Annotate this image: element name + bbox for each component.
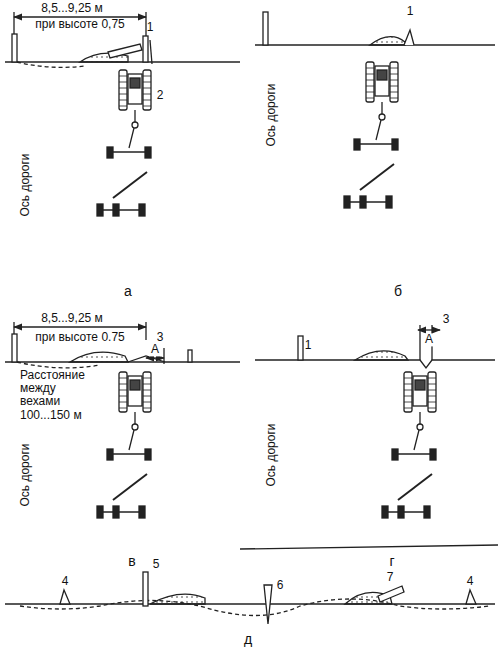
callout-number: 5 bbox=[153, 558, 160, 571]
axis-label: Ось дороги bbox=[19, 153, 32, 216]
callout-number: 7 bbox=[387, 571, 394, 584]
dimension-note: при высоте 0.75 bbox=[35, 331, 124, 344]
panel-letter: г bbox=[389, 554, 394, 569]
panel-letter: в bbox=[128, 554, 135, 569]
panel-letter: д bbox=[244, 632, 252, 647]
axis-label: Ось дороги bbox=[265, 83, 278, 146]
callout-number: 1 bbox=[147, 21, 154, 34]
panel-g bbox=[255, 325, 495, 518]
note: Расстояние между вехами 100...150 м bbox=[20, 369, 94, 422]
panel-letter: б bbox=[394, 284, 402, 299]
axis-label: Ось дороги bbox=[19, 443, 32, 506]
callout-number: 3 bbox=[443, 313, 450, 326]
panel-b bbox=[255, 12, 495, 208]
dimension-label: 8,5...9,25 м bbox=[39, 2, 105, 15]
axis-label: Ось дороги bbox=[265, 423, 278, 486]
panel-a bbox=[5, 12, 240, 216]
callout-number: 6 bbox=[277, 579, 284, 592]
callout-number: 4 bbox=[467, 575, 474, 588]
dimension-label: А bbox=[423, 333, 435, 346]
panel-v bbox=[5, 322, 240, 518]
callout-number: 4 bbox=[62, 575, 69, 588]
panel-d bbox=[5, 545, 498, 624]
dimension-label: А bbox=[149, 343, 161, 356]
callout-number: 2 bbox=[157, 89, 164, 102]
panel-letter: а bbox=[124, 284, 132, 299]
dimension-note: при высоте 0,75 bbox=[35, 18, 124, 31]
dimension-label: 8,5...9,25 м bbox=[39, 312, 105, 325]
callout-number: 1 bbox=[407, 5, 414, 18]
callout-number: 1 bbox=[305, 339, 312, 352]
